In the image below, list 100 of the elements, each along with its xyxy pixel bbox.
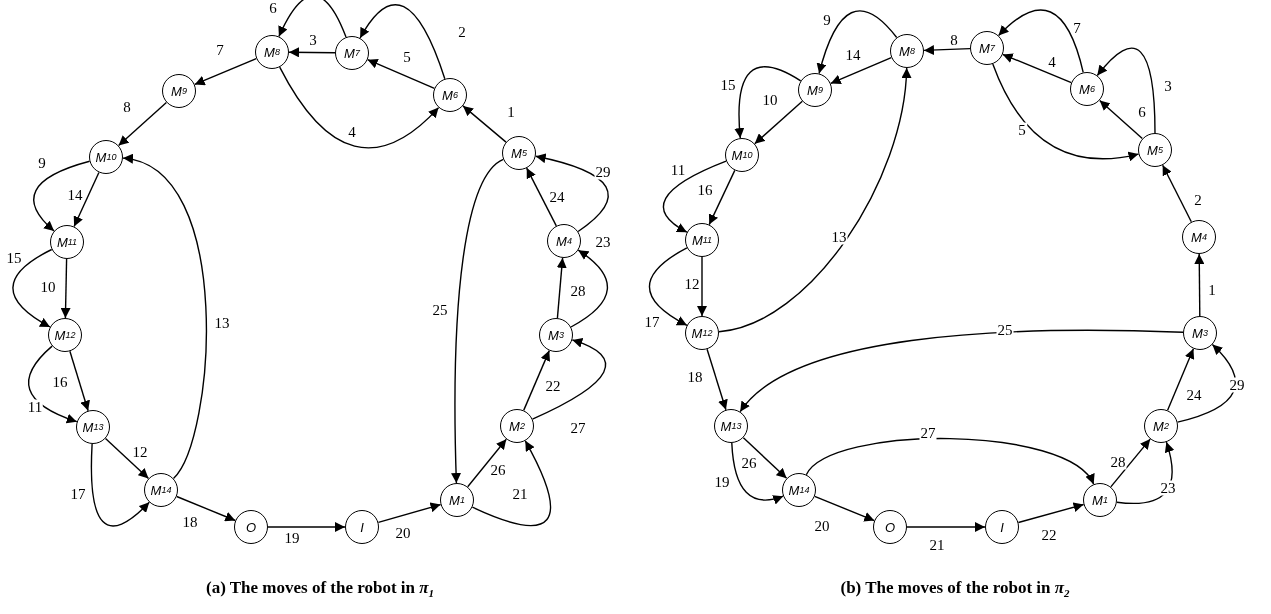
state-circle: I (985, 510, 1019, 544)
edge-label: 29 (594, 164, 612, 180)
edge-label: 24 (548, 189, 566, 205)
edge-label: 19 (713, 474, 731, 490)
arrow (1176, 343, 1237, 423)
arrow (27, 345, 78, 423)
edge-label: 27 (569, 420, 587, 436)
figure-caption: (b) The moves of the robot in π$_{2}$ (840, 578, 1070, 600)
edge-label: 15 (719, 77, 737, 93)
edge-label: 21 (511, 486, 529, 502)
edge-label: 3 (1163, 78, 1173, 94)
edge-label: 5 (402, 49, 412, 65)
edge-label: 22 (1040, 527, 1058, 543)
arrow (1116, 441, 1174, 504)
arrow (830, 56, 892, 85)
edge-label: 18 (686, 369, 704, 385)
edge-label: 17 (643, 314, 661, 330)
arrow (706, 348, 728, 411)
edge-label: 29 (1228, 377, 1246, 393)
arrow (1017, 502, 1085, 524)
arrow (1194, 253, 1205, 317)
arrow (805, 437, 1095, 485)
arrow (708, 169, 736, 226)
arrow (104, 437, 150, 480)
arrow (526, 167, 557, 227)
arrow (1110, 438, 1151, 488)
edge-label: 27 (919, 425, 937, 441)
arrow (523, 349, 550, 412)
edge-label: 26 (489, 462, 507, 478)
arrow (73, 171, 100, 228)
arrow (278, 0, 347, 38)
arrow (69, 350, 90, 412)
edge-label: 15 (5, 250, 23, 266)
edge-label: 28 (569, 283, 587, 299)
arrow (194, 57, 257, 86)
edge-label: 13 (213, 315, 231, 331)
arrow (662, 160, 727, 233)
edge-label: 7 (215, 42, 225, 58)
arrow (467, 438, 507, 488)
arrow (288, 47, 336, 58)
edge-label: 20 (394, 525, 412, 541)
edge-label: 12 (131, 444, 149, 460)
edge-label: 1 (506, 104, 516, 120)
edge-label: 6 (268, 0, 278, 16)
arrow (122, 155, 207, 480)
arrow (451, 158, 504, 484)
arrow (697, 256, 707, 317)
edge-label: 10 (761, 92, 779, 108)
edge-label: 5 (1017, 122, 1027, 138)
arrow (12, 248, 53, 328)
arrow (267, 522, 346, 532)
arrow (556, 257, 567, 319)
arrow (718, 67, 911, 333)
arrow (1162, 164, 1192, 223)
arrow (60, 258, 71, 319)
edge-label: 13 (830, 229, 848, 245)
edge-label: 6 (1137, 104, 1147, 120)
figure-caption: (a) The moves of the robot in π$_{1}$ (205, 578, 435, 600)
arrow (377, 502, 442, 524)
edge-label: 14 (844, 47, 862, 63)
arrow (279, 66, 440, 149)
edge-label: 25 (996, 322, 1014, 338)
arrow (1099, 99, 1143, 140)
arrow (535, 153, 609, 233)
edge-label: 26 (740, 455, 758, 471)
edge-label: 16 (51, 374, 69, 390)
arrow (176, 495, 236, 522)
arrow (1002, 53, 1072, 84)
arrow (734, 66, 802, 139)
state-circle: I (345, 510, 379, 544)
arrow (906, 522, 986, 532)
arrow (997, 9, 1084, 74)
arrow (117, 101, 168, 147)
edge-label: 10 (39, 279, 57, 295)
edge-label: 20 (813, 518, 831, 534)
arrow (754, 100, 803, 145)
edge-label: 16 (696, 182, 714, 198)
edge-label: 18 (181, 514, 199, 530)
edge-label: 4 (347, 124, 357, 140)
arrow (33, 160, 91, 232)
edge-label: 21 (928, 537, 946, 553)
edge-label: 2 (1193, 192, 1203, 208)
arrow (462, 105, 507, 143)
arrow (1166, 348, 1195, 411)
arrow (471, 440, 552, 527)
arrow (531, 338, 607, 420)
edge-label: 11 (26, 399, 44, 415)
edge-label: 9 (37, 155, 47, 171)
arrow (366, 59, 436, 89)
arrow (923, 45, 971, 55)
arrow (742, 437, 788, 479)
arrow (992, 63, 1140, 161)
edge-label: 8 (949, 32, 959, 48)
arrow (570, 249, 609, 328)
arrow (739, 329, 1184, 413)
edge-label: 14 (66, 187, 84, 203)
edge-label: 11 (669, 162, 687, 178)
edge-label: 22 (544, 378, 562, 394)
edge-label: 23 (594, 234, 612, 250)
state-circle: O (873, 510, 907, 544)
